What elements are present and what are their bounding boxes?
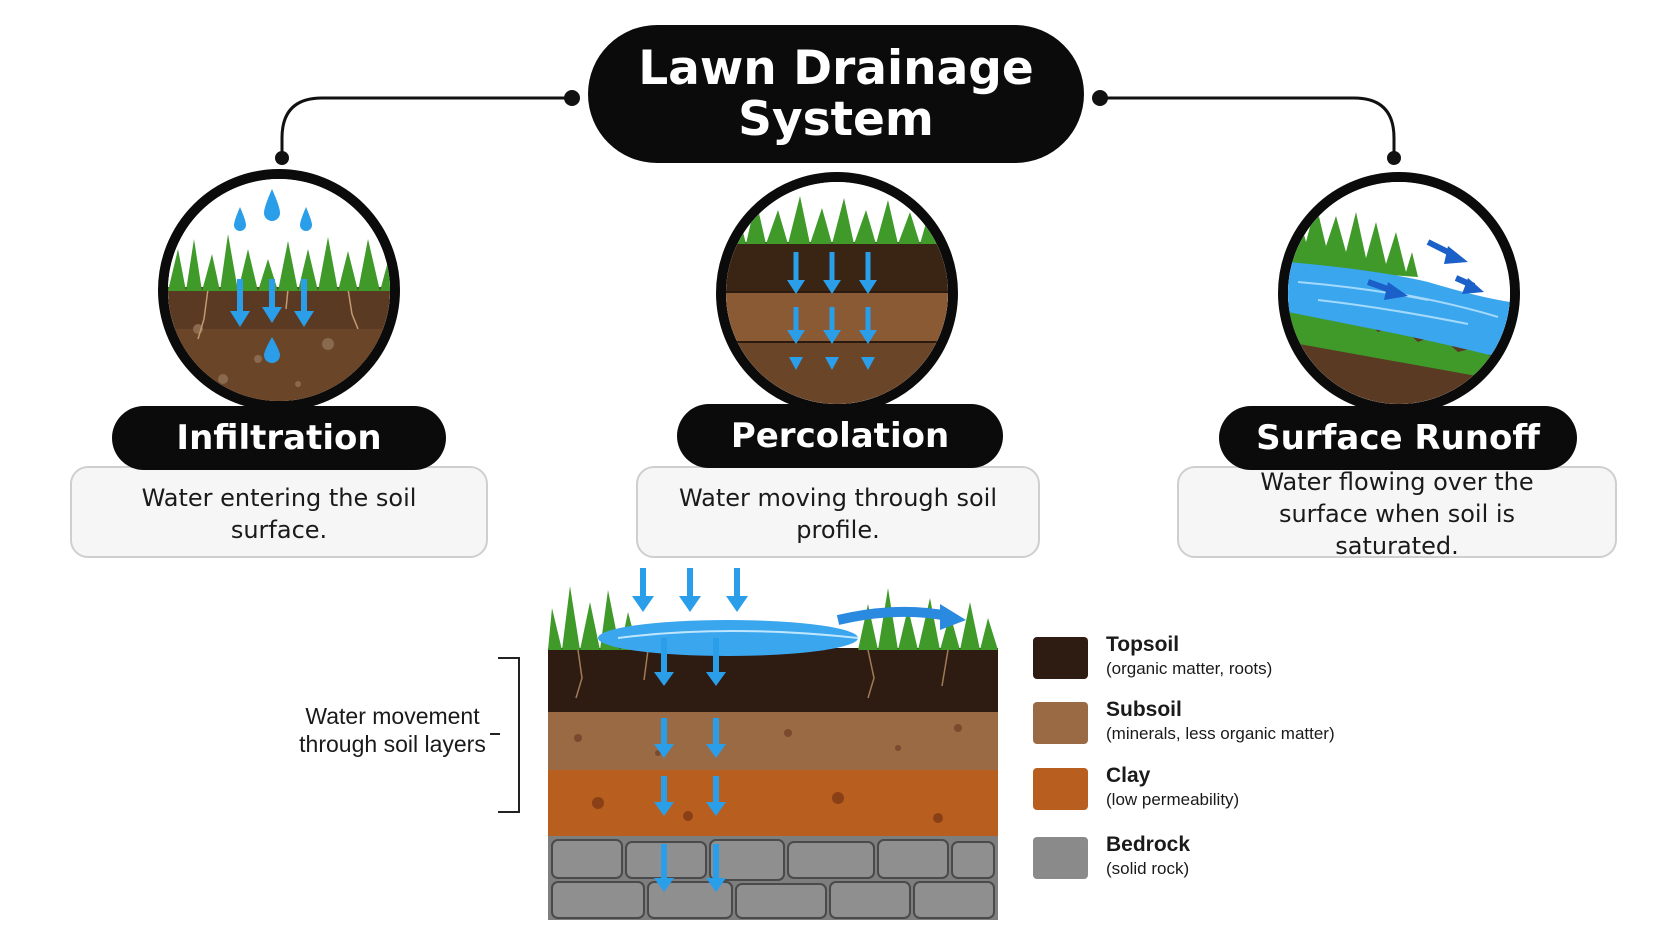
title-pill: Lawn Drainage System — [588, 25, 1084, 163]
legend-name: Bedrock — [1106, 833, 1191, 856]
process-label-infiltration: Infiltration — [112, 406, 446, 470]
process-description-surface-runoff: Water flowing over the surface when soil… — [1177, 466, 1617, 560]
process-description-infiltration: Water entering the soil surface. — [70, 466, 488, 558]
legend-swatch-bedrock — [1033, 837, 1088, 879]
legend-description: (low permeability) — [1106, 790, 1240, 809]
soil-layer-block — [548, 568, 998, 920]
legend-description: (minerals, less organic matter) — [1106, 724, 1335, 743]
legend-description: (solid rock) — [1106, 859, 1190, 878]
process-label-percolation: Percolation — [677, 404, 1003, 468]
soil-diagram-label: Water movement through soil layers — [299, 703, 486, 757]
legend-name: Clay — [1106, 764, 1151, 787]
legend-description: (organic matter, roots) — [1106, 659, 1273, 678]
runoff-icon — [1278, 172, 1520, 414]
legend-name: Topsoil — [1106, 633, 1180, 656]
legend-swatch-subsoil — [1033, 702, 1088, 744]
topsoil-layer — [548, 648, 998, 712]
legend-swatch-clay — [1033, 768, 1088, 810]
subsoil-layer — [548, 712, 998, 770]
legend-swatch-topsoil — [1033, 637, 1088, 679]
process-description-percolation: Water moving through soil profile. — [636, 466, 1040, 558]
clay-layer — [548, 770, 998, 836]
layer-bracket — [498, 657, 520, 813]
page-title: Lawn Drainage System — [638, 41, 1034, 147]
legend-name: Subsoil — [1106, 698, 1182, 721]
infiltration-icon — [158, 169, 400, 411]
percolation-icon — [716, 172, 958, 414]
process-label-surface-runoff: Surface Runoff — [1219, 406, 1577, 470]
layer-bracket-tick — [490, 733, 500, 735]
